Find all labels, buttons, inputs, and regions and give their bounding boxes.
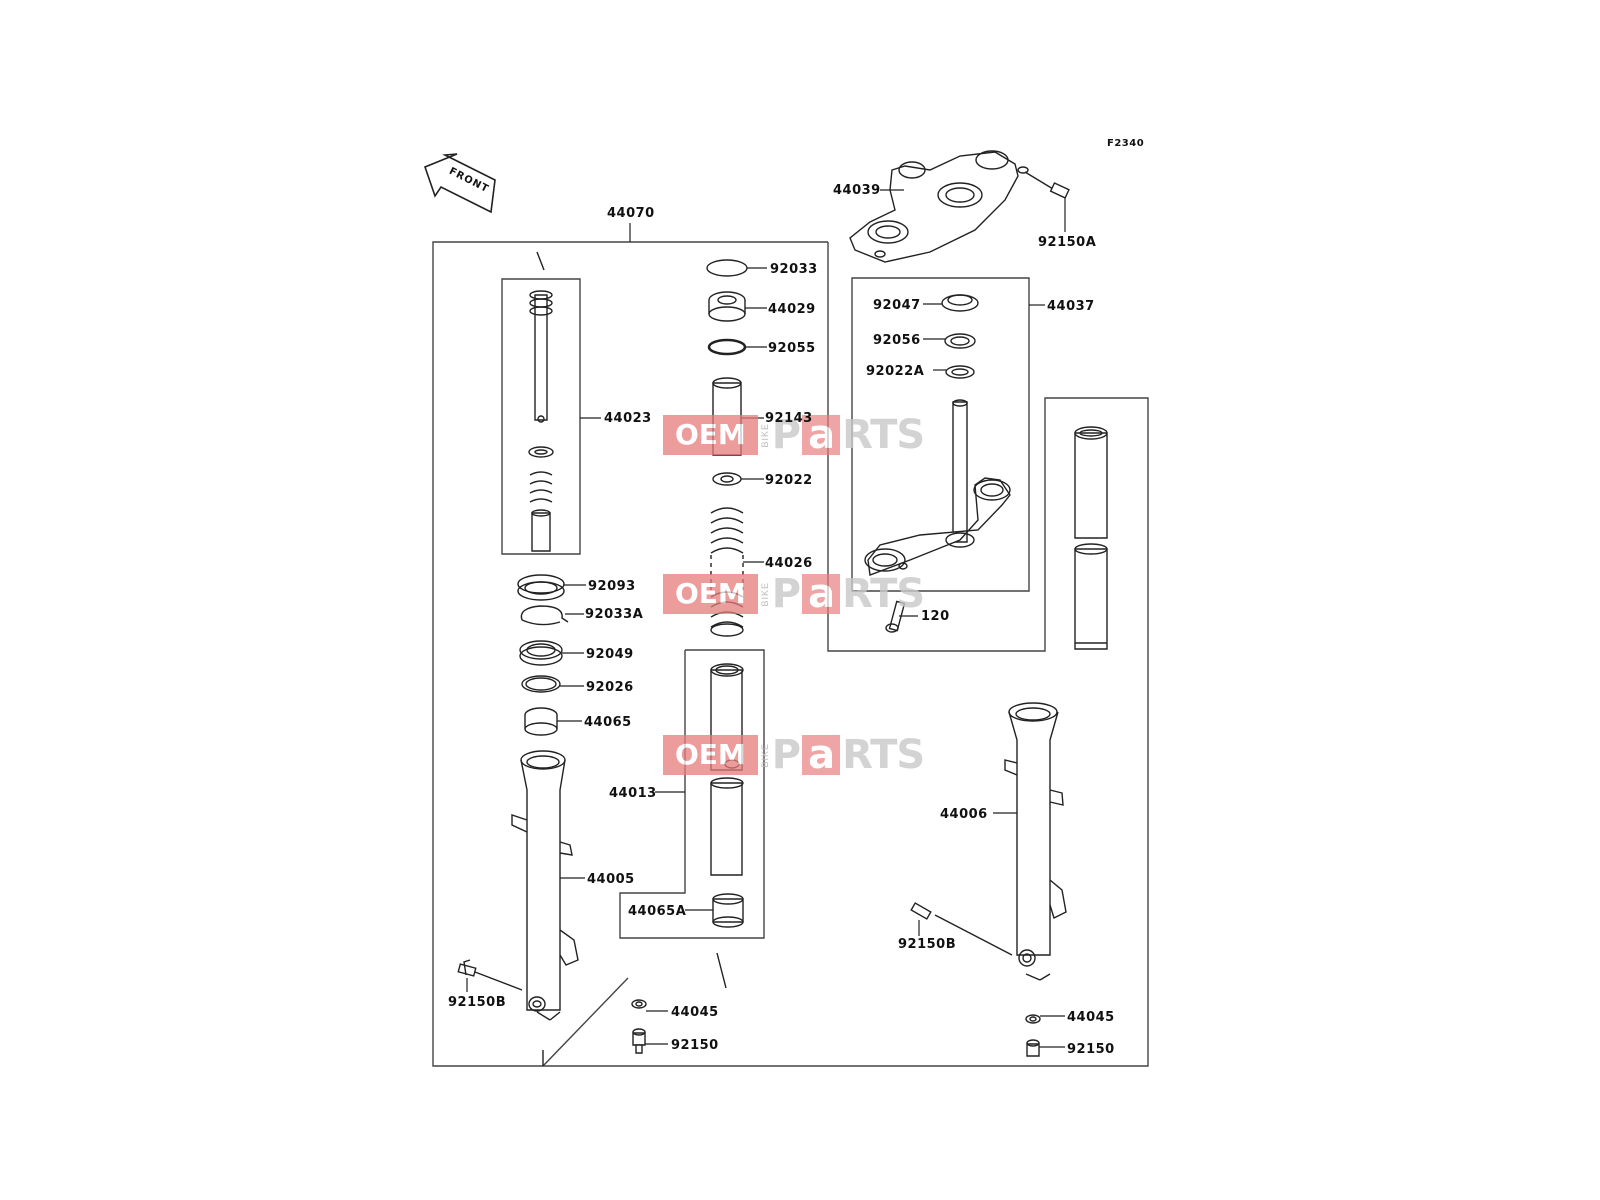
part-label-92150-right[interactable]: 92150 <box>1067 1042 1115 1057</box>
part-label-44037[interactable]: 44037 <box>1047 299 1095 314</box>
upper-triple-clamp <box>850 151 1069 262</box>
part-label-92150-left[interactable]: 92150 <box>671 1038 719 1053</box>
front-arrow-icon <box>425 154 495 212</box>
part-label-44065[interactable]: 44065 <box>584 715 632 730</box>
part-label-92093[interactable]: 92093 <box>588 579 636 594</box>
part-label-92056[interactable]: 92056 <box>873 333 921 348</box>
part-label-92055[interactable]: 92055 <box>768 341 816 356</box>
part-label-92033A[interactable]: 92033A <box>585 607 644 622</box>
part-label-44013[interactable]: 44013 <box>609 786 657 801</box>
part-label-92022[interactable]: 92022 <box>765 473 813 488</box>
part-label-44023[interactable]: 44023 <box>604 411 652 426</box>
part-label-92049[interactable]: 92049 <box>586 647 634 662</box>
part-label-92047[interactable]: 92047 <box>873 298 921 313</box>
part-label-92022A[interactable]: 92022A <box>866 364 925 379</box>
part-label-44065A[interactable]: 44065A <box>628 904 687 919</box>
part-label-92150A[interactable]: 92150A <box>1038 235 1097 250</box>
steering-stem-parts <box>865 295 1010 632</box>
assembly-frames <box>433 242 1148 1066</box>
part-label-44006[interactable]: 44006 <box>940 807 988 822</box>
part-label-120[interactable]: 120 <box>921 609 950 624</box>
part-label-44070[interactable]: 44070 <box>607 206 655 221</box>
diagram-code: F2340 <box>1107 138 1145 149</box>
part-label-92150B-left[interactable]: 92150B <box>448 995 507 1010</box>
leader-lines <box>467 190 1065 1047</box>
part-label-92033[interactable]: 92033 <box>770 262 818 277</box>
part-label-44026[interactable]: 44026 <box>765 556 813 571</box>
left-bottom-fasteners <box>632 1000 646 1053</box>
part-label-44039[interactable]: 44039 <box>833 183 881 198</box>
part-label-92150B-right[interactable]: 92150B <box>898 937 957 952</box>
left-damper-rod <box>529 291 553 551</box>
part-label-92026[interactable]: 92026 <box>586 680 634 695</box>
part-label-44045-left[interactable]: 44045 <box>671 1005 719 1020</box>
left-outer-tube <box>458 751 578 1020</box>
part-label-44029[interactable]: 44029 <box>768 302 816 317</box>
part-label-92143[interactable]: 92143 <box>765 411 813 426</box>
left-seal-stack <box>518 575 568 735</box>
right-inner-tube <box>1075 427 1107 649</box>
part-label-44005[interactable]: 44005 <box>587 872 635 887</box>
part-label-44045-right[interactable]: 44045 <box>1067 1010 1115 1025</box>
right-outer-tube <box>911 703 1066 1056</box>
